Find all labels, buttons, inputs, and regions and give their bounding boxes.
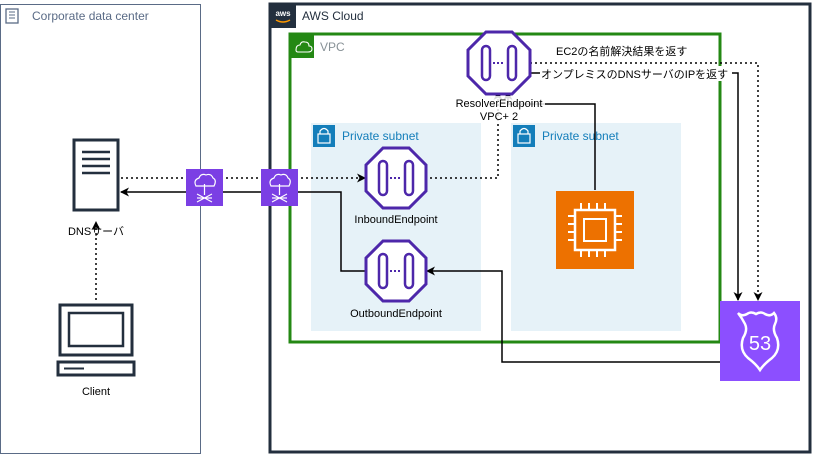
server-icon	[72, 138, 120, 212]
chip-icon	[568, 203, 622, 257]
route53-number: 53	[749, 333, 771, 355]
dns-server-label: DNSサーバ	[68, 225, 124, 238]
aws-cloud-label: AWS Cloud	[302, 9, 364, 23]
vpn-gateway-icon[interactable]	[261, 169, 298, 206]
lock-icon	[313, 125, 335, 147]
corporate-data-center-label: Corporate data center	[32, 9, 149, 23]
outbound-endpoint-label: OutboundEndpoint	[350, 308, 442, 320]
building-icon	[3, 5, 23, 25]
vpc-label: VPC	[320, 40, 345, 54]
svg-text:aws: aws	[275, 9, 291, 18]
route53-resolver-icon	[364, 146, 428, 210]
inbound-endpoint-node[interactable]: InboundEndpoint	[354, 146, 438, 226]
cloud-lock-icon	[290, 34, 314, 58]
aws-logo-icon: aws	[270, 4, 296, 28]
client-label: Client	[82, 386, 110, 398]
route53-resolver-icon	[364, 239, 428, 303]
edge-label-ec2-result: EC2の名前解決結果を返す	[556, 44, 687, 58]
resolver-endpoint-label: ResolverEndpoint	[456, 98, 543, 110]
desktop-computer-icon	[56, 303, 136, 377]
vpn-gateway-icon[interactable]	[186, 169, 223, 206]
edge-resolver-to-route53-dotted	[530, 62, 763, 301]
route53-resolver-icon	[466, 30, 532, 96]
private-subnet-left-label: Private subnet	[342, 129, 419, 143]
edge-label-onprem-ip: オンプレミスのDNSサーバのIPを返す	[541, 68, 728, 81]
resolver-endpoint-sublabel: VPC+ 2	[480, 111, 518, 123]
route53-node[interactable]: 53	[720, 301, 800, 381]
route53-shield-icon: 53	[737, 311, 780, 373]
resolver-endpoint-node[interactable]: ResolverEndpoint VPC+ 2	[455, 30, 545, 123]
private-subnet-right: Private subnet	[511, 123, 681, 331]
outbound-endpoint-node[interactable]: OutboundEndpoint	[350, 239, 442, 320]
client-node[interactable]: Client	[56, 303, 136, 398]
private-subnet-right-label: Private subnet	[542, 129, 619, 143]
dns-server-node[interactable]: DNSサーバ	[68, 138, 124, 238]
inbound-endpoint-label: InboundEndpoint	[354, 214, 437, 226]
corporate-data-center-group: Corporate data center	[0, 4, 201, 454]
lock-icon	[513, 125, 535, 147]
edge-route53-to-outbound	[426, 266, 720, 363]
ec2-instance-node[interactable]	[556, 191, 634, 269]
edge-outbound-to-dns	[120, 187, 366, 272]
